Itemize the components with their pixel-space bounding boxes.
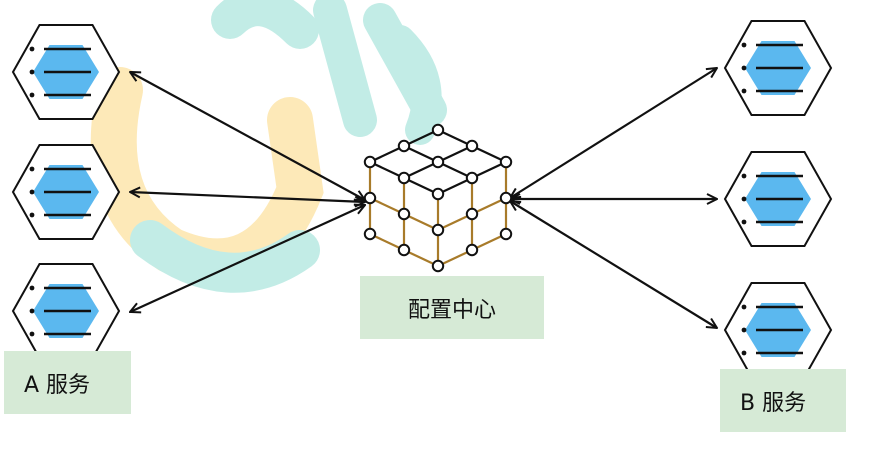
config-center-label: 配置中心 bbox=[360, 276, 544, 339]
service-b-node-1 bbox=[723, 20, 833, 116]
arrow-a1-center bbox=[130, 72, 365, 200]
arrow-a2-center bbox=[130, 192, 365, 202]
service-a-node-2 bbox=[11, 144, 121, 240]
arrow-center-b1 bbox=[510, 68, 717, 198]
service-b-label: B 服务 bbox=[720, 369, 846, 432]
watermark-logo bbox=[90, 0, 447, 293]
arrow-center-b3 bbox=[510, 201, 717, 328]
service-b-node-2 bbox=[723, 151, 833, 247]
service-a-node-1 bbox=[11, 24, 121, 120]
connectors bbox=[130, 68, 717, 328]
service-a-node-3 bbox=[11, 263, 121, 359]
config-center-icon bbox=[363, 123, 513, 273]
service-a-group bbox=[11, 24, 121, 359]
service-b-group bbox=[723, 20, 833, 378]
service-a-label: A 服务 bbox=[4, 351, 131, 414]
arrow-a3-center bbox=[130, 205, 365, 312]
service-b-node-3 bbox=[723, 282, 833, 378]
